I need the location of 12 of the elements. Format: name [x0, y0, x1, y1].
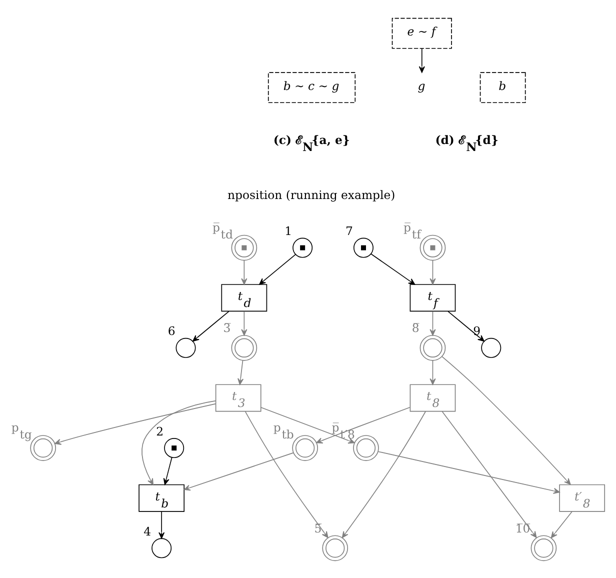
node-label: 1̅0̅ [515, 520, 530, 535]
node-text: g [418, 78, 426, 92]
node-label: 2 [156, 424, 164, 438]
node-label: 9 [473, 324, 481, 338]
node-label: 1 [284, 224, 292, 238]
node-label: 4 [144, 524, 152, 538]
label: nposition (running example) [227, 188, 396, 202]
node-label: 3̅ [223, 320, 231, 335]
node-label: 6 [168, 324, 176, 338]
node-label: 8̅ [412, 320, 420, 335]
node-label: 5̅ [314, 520, 322, 535]
node-label: 7 [346, 224, 353, 238]
